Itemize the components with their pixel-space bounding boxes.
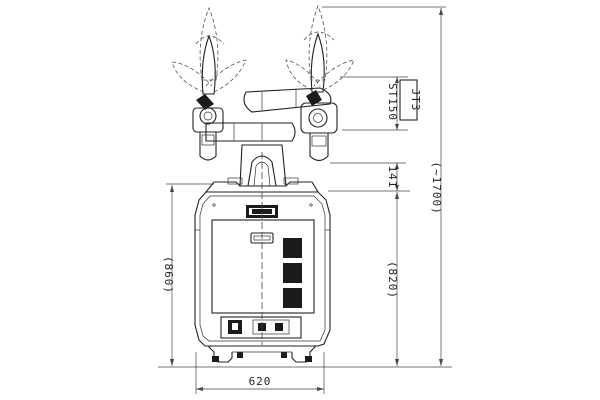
robot-base-cabinet [194, 177, 331, 363]
dim-stroke: ST150 [386, 83, 399, 121]
robot-arms [192, 87, 338, 142]
robot-column [239, 144, 287, 187]
dim-base-width: 620 [249, 375, 272, 388]
dim-body-height: (820) [386, 261, 399, 299]
dimension-lines [158, 6, 452, 394]
phantom-positions [171, 4, 355, 93]
dim-base-height: (860) [162, 256, 175, 294]
joint-label-box: JT3 [399, 79, 422, 121]
dim-shoulder-offset: 141 [386, 166, 399, 189]
dim-overall-height: (~1700) [430, 161, 443, 214]
joint-label: JT3 [409, 89, 422, 112]
